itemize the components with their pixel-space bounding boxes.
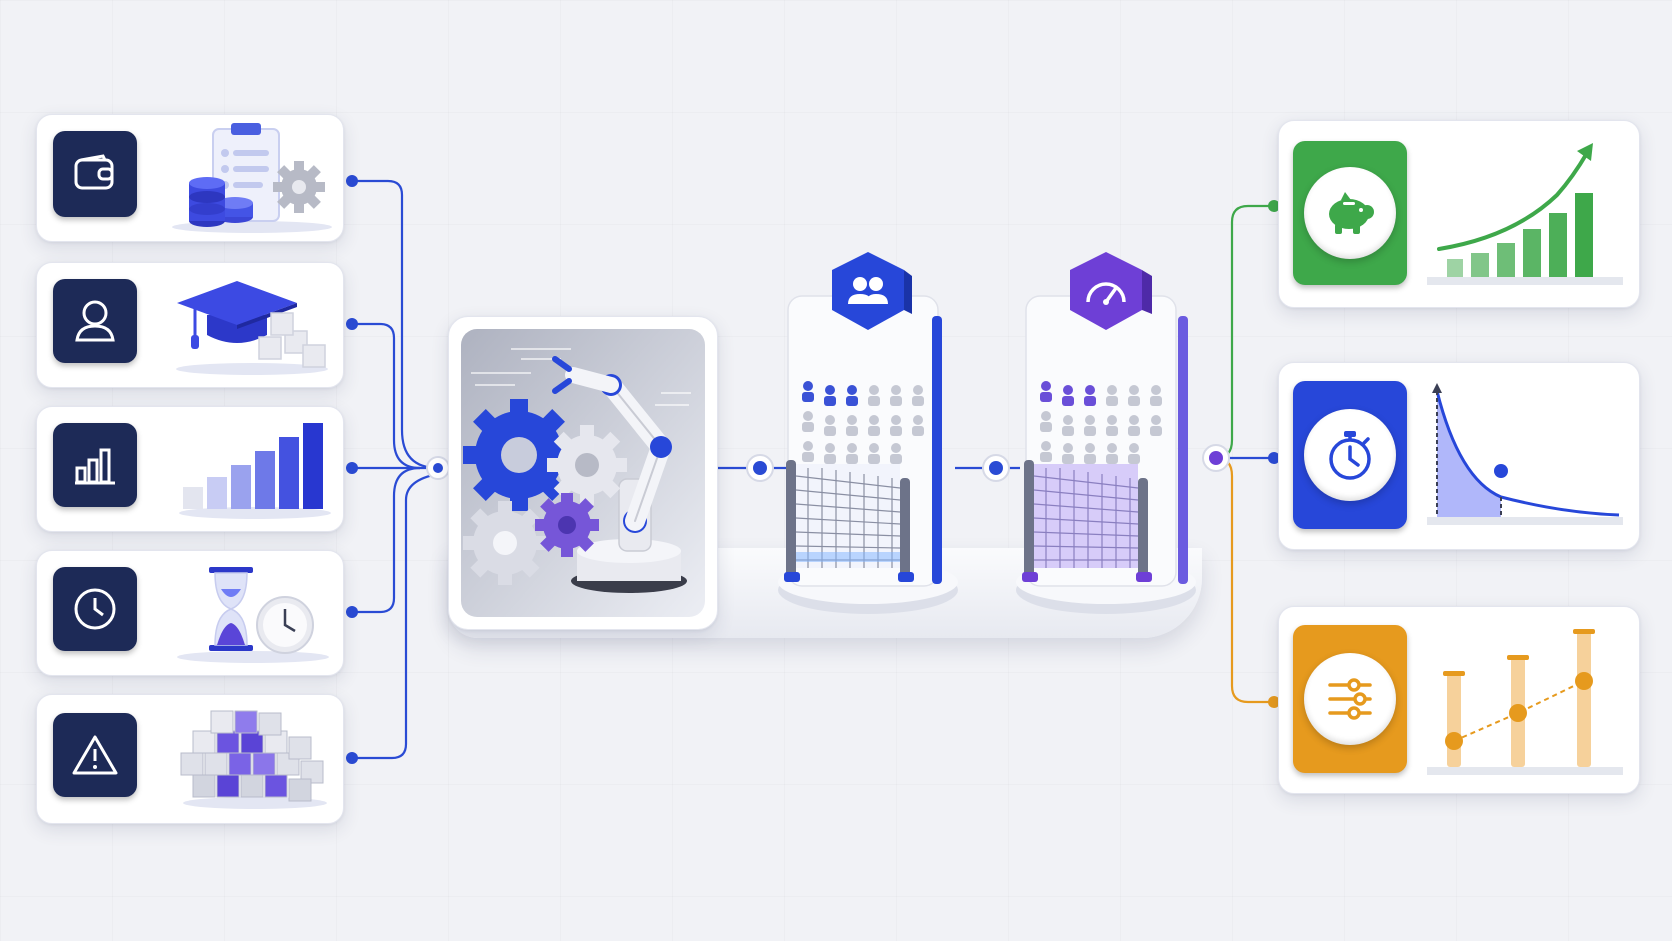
connector-input-4 (352, 466, 421, 614)
stage-automation-panel[interactable] (448, 316, 718, 630)
sliders-icon (1293, 625, 1407, 773)
input-card-warning[interactable] (36, 694, 344, 824)
node-input-3 (346, 462, 358, 474)
people-grid (802, 381, 924, 464)
node-output-2 (1268, 452, 1280, 464)
node-output-3 (1268, 696, 1280, 708)
filter-gate-performance (1022, 460, 1152, 582)
connector-output-1 (1215, 204, 1274, 460)
connector-input-5 (352, 472, 439, 760)
node-input-5 (346, 752, 358, 764)
filter-gate (784, 460, 914, 582)
graduation-cap-illustration (176, 281, 328, 375)
stage-team-filter[interactable] (776, 250, 966, 620)
people-grid-performance (1040, 381, 1162, 464)
clock-icon (53, 567, 137, 651)
ascending-bars-illustration (179, 423, 331, 519)
hourglass-clock-illustration (177, 567, 329, 663)
connector-input-2 (352, 322, 421, 470)
output-card-savings[interactable] (1278, 120, 1640, 308)
node-input-2 (346, 318, 358, 330)
clipboard-coins-gear-illustration (172, 123, 332, 233)
robot-arm-gears-icon (461, 329, 705, 617)
rising-bars-arrow-illustration (1427, 143, 1623, 285)
output-card-tuning[interactable] (1278, 606, 1640, 794)
cube-grid-illustration (180, 710, 327, 809)
output-card-time[interactable] (1278, 362, 1640, 550)
stage-performance-filter[interactable] (1012, 250, 1212, 620)
speedometer-icon (1070, 252, 1152, 330)
people-group-icon (832, 252, 912, 330)
decay-curve-illustration (1427, 383, 1623, 525)
user-icon (53, 279, 137, 363)
wallet-icon (53, 131, 137, 217)
node-output-1 (1268, 200, 1280, 212)
gauge-columns-illustration (1427, 629, 1623, 775)
warning-icon (53, 713, 137, 797)
input-card-user[interactable] (36, 262, 344, 388)
input-card-clock[interactable] (36, 550, 344, 676)
node-input-1 (346, 175, 358, 187)
input-card-wallet[interactable] (36, 114, 344, 242)
connector-output-3 (1215, 456, 1274, 704)
stopwatch-icon (1293, 381, 1407, 529)
bar-chart-icon (53, 423, 137, 507)
input-card-chart[interactable] (36, 406, 344, 532)
connector-input-1 (352, 179, 439, 470)
piggy-bank-icon (1293, 141, 1407, 285)
node-input-4 (346, 606, 358, 618)
